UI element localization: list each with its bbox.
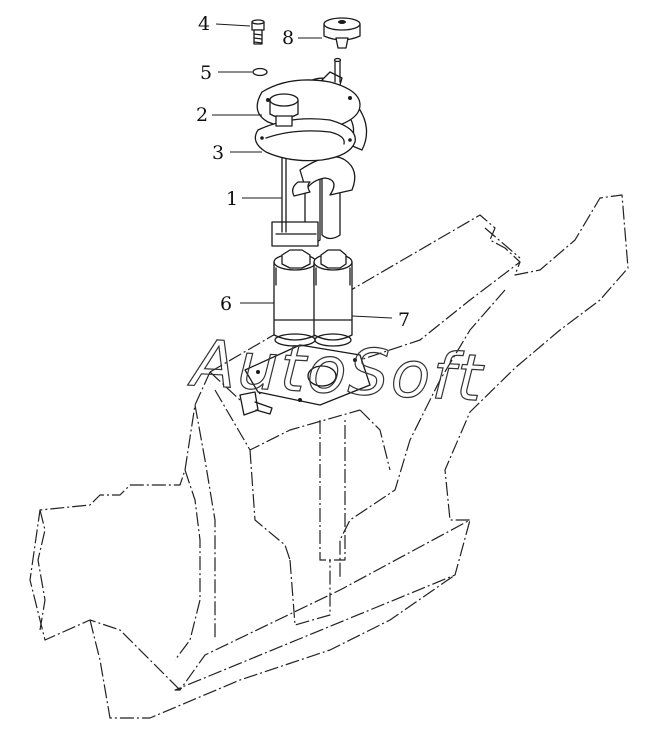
- label-2: 2: [196, 104, 208, 126]
- label-5: 5: [200, 62, 212, 84]
- label-6: 6: [220, 293, 232, 315]
- label-3: 3: [212, 142, 224, 164]
- breather-cap: [269, 93, 299, 127]
- gasket-3: [254, 118, 356, 162]
- label-1: 1: [226, 188, 238, 210]
- cap-8: [323, 17, 361, 49]
- leader-lines: [212, 23, 393, 319]
- label-8: 8: [282, 27, 294, 49]
- watermark-text: AutoSoft: [186, 327, 486, 416]
- filter-7: [313, 249, 353, 347]
- label-7: 7: [398, 309, 410, 331]
- washer-5: [252, 67, 268, 77]
- callouts: 4 8 5 2 3 1 6 7: [196, 13, 410, 331]
- label-4: 4: [198, 13, 210, 35]
- bolt-4: [251, 19, 265, 45]
- mounting-plate: [239, 344, 371, 416]
